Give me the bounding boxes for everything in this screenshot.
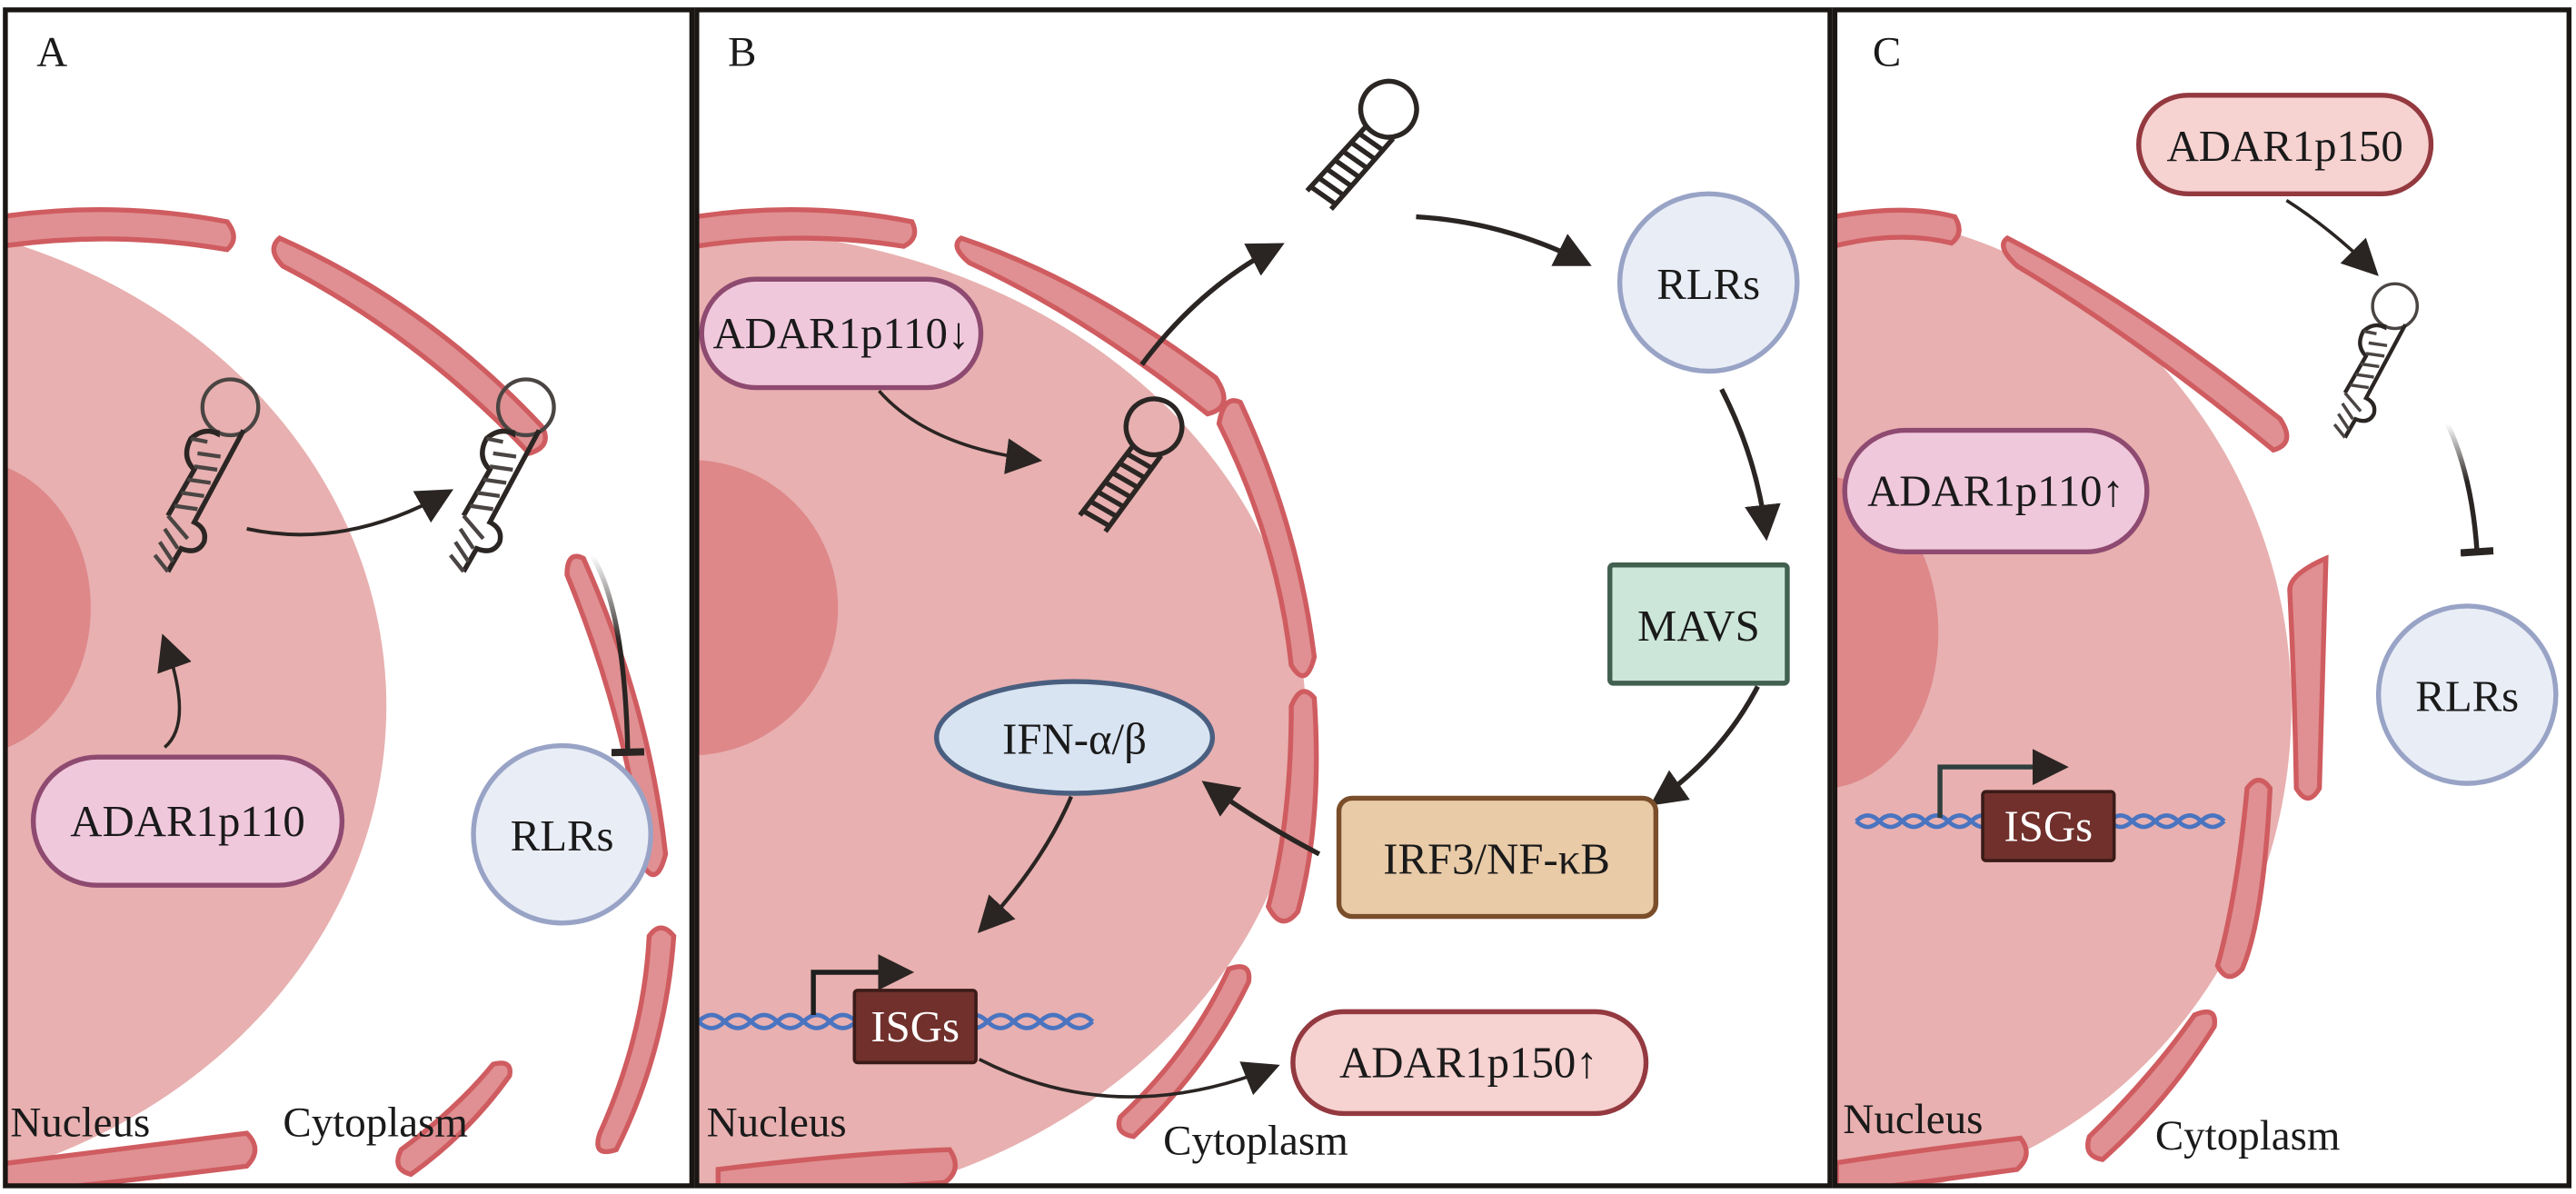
cytoplasm-label-c: Cytoplasm (2155, 1112, 2341, 1159)
isgs-node-c: ISGs (1981, 790, 2116, 862)
nucleus-label-a: Nucleus (10, 1099, 150, 1147)
isgs-node-b: ISGs (852, 989, 978, 1065)
svg-text:ADAR1p110: ADAR1p110 (70, 797, 304, 846)
adar-to-rna-arrow-b (878, 389, 1043, 474)
rlrs-node-b: RLRs (1616, 191, 1800, 374)
isgs-to-p150-arrow-b (978, 1058, 1280, 1099)
inhibition-line-a (589, 553, 645, 757)
panel-frame-a (3, 7, 695, 1189)
svg-text:RLRs: RLRs (511, 811, 614, 861)
panel-letter-b: B (728, 28, 756, 75)
irf3-nfkb-node-b: IRF3/NF-κB (1336, 795, 1659, 920)
panel-letter-c: C (1873, 28, 1901, 75)
svg-text:ISGs: ISGs (2004, 801, 2094, 851)
svg-text:ISGs: ISGs (870, 1002, 960, 1051)
svg-text:IFN-α/β: IFN-α/β (1002, 715, 1147, 764)
nucleus-label-b: Nucleus (707, 1099, 847, 1147)
nuclear-envelope-c (1836, 207, 2329, 1185)
ifn-to-isgs-arrow-b (977, 795, 1073, 934)
adar1p110-up-node-c: ADAR1p110↑ (1842, 427, 2150, 555)
nuclear-envelope-a (6, 207, 677, 1185)
svg-text:ADAR1p110↓: ADAR1p110↓ (712, 309, 970, 358)
nucleus-label-c: Nucleus (1843, 1096, 1983, 1143)
p150-to-rna-arrow-c (2285, 198, 2379, 276)
panel-letter-a: A (36, 28, 67, 75)
dsrna-edited-cytoplasmic-c (2334, 284, 2417, 437)
svg-text:RLRs: RLRs (1656, 260, 1760, 309)
panel-a-content: A ADAR1p110 RLRs Nucleus Cytoplasm (10, 28, 653, 1147)
export-arrow-a (246, 489, 454, 537)
irf3-to-ifn-arrow-b (1201, 781, 1321, 857)
panel-a (6, 207, 677, 1185)
rna-to-rlrs-arrow-b (1416, 214, 1592, 266)
dsrna-unedited-cytoplasmic-b (1304, 67, 1426, 225)
svg-text:ADAR1p150↑: ADAR1p150↑ (1339, 1039, 1598, 1088)
transcription-start-arrow-b (811, 954, 915, 1015)
svg-text:IRF3/NF-κB: IRF3/NF-κB (1383, 835, 1610, 884)
svg-text:ADAR1p150: ADAR1p150 (2166, 122, 2402, 171)
mavs-to-irf3-arrow-b (1649, 685, 1760, 806)
adar1p150-up-node-b: ADAR1p150↑ (1290, 1009, 1649, 1117)
adar1p110-down-node-b: ADAR1p110↓ (699, 276, 984, 391)
cytoplasm-label-b: Cytoplasm (1163, 1118, 1348, 1165)
nucleolus-b (698, 460, 839, 756)
inhibition-line-c (2445, 423, 2494, 557)
rlrs-to-mavs-arrow-b (1719, 388, 1781, 542)
nuclear-envelope-b (698, 207, 1319, 1185)
ifn-node-b: IFN-α/β (933, 679, 1216, 796)
svg-text:MAVS: MAVS (1637, 602, 1760, 651)
adar1p150-node-c: ADAR1p150 (2136, 93, 2434, 196)
adar1p110-node-a: ADAR1p110 (30, 754, 345, 888)
mavs-node-b: MAVS (1607, 562, 1790, 686)
panel-frame-c (1832, 7, 2572, 1189)
svg-text:ADAR1p110↑: ADAR1p110↑ (1867, 467, 2124, 516)
rlrs-node-c: RLRs (2375, 603, 2559, 786)
panel-b-content: B ADAR1p110↓ RLRs MAVS IRF3/NF-κB IFN-α/… (699, 28, 1800, 1165)
panel-c-content: C ADAR1p150 RLRs ADAR1p110↑ ISGs Nucleus… (1842, 28, 2559, 1159)
panel-frame-b (694, 7, 1833, 1189)
nucleolus-c (1836, 477, 1939, 788)
transcription-start-arrow-c (1937, 749, 2069, 819)
nucleus-a (6, 207, 677, 1185)
export-arrow-b (1139, 243, 1285, 366)
adar-to-rna-arrow-a (157, 633, 192, 749)
rlrs-node-a: RLRs (471, 742, 653, 926)
cytoplasm-label-a: Cytoplasm (283, 1099, 468, 1147)
svg-text:RLRs: RLRs (2415, 672, 2519, 721)
nucleolus-a (6, 467, 91, 748)
